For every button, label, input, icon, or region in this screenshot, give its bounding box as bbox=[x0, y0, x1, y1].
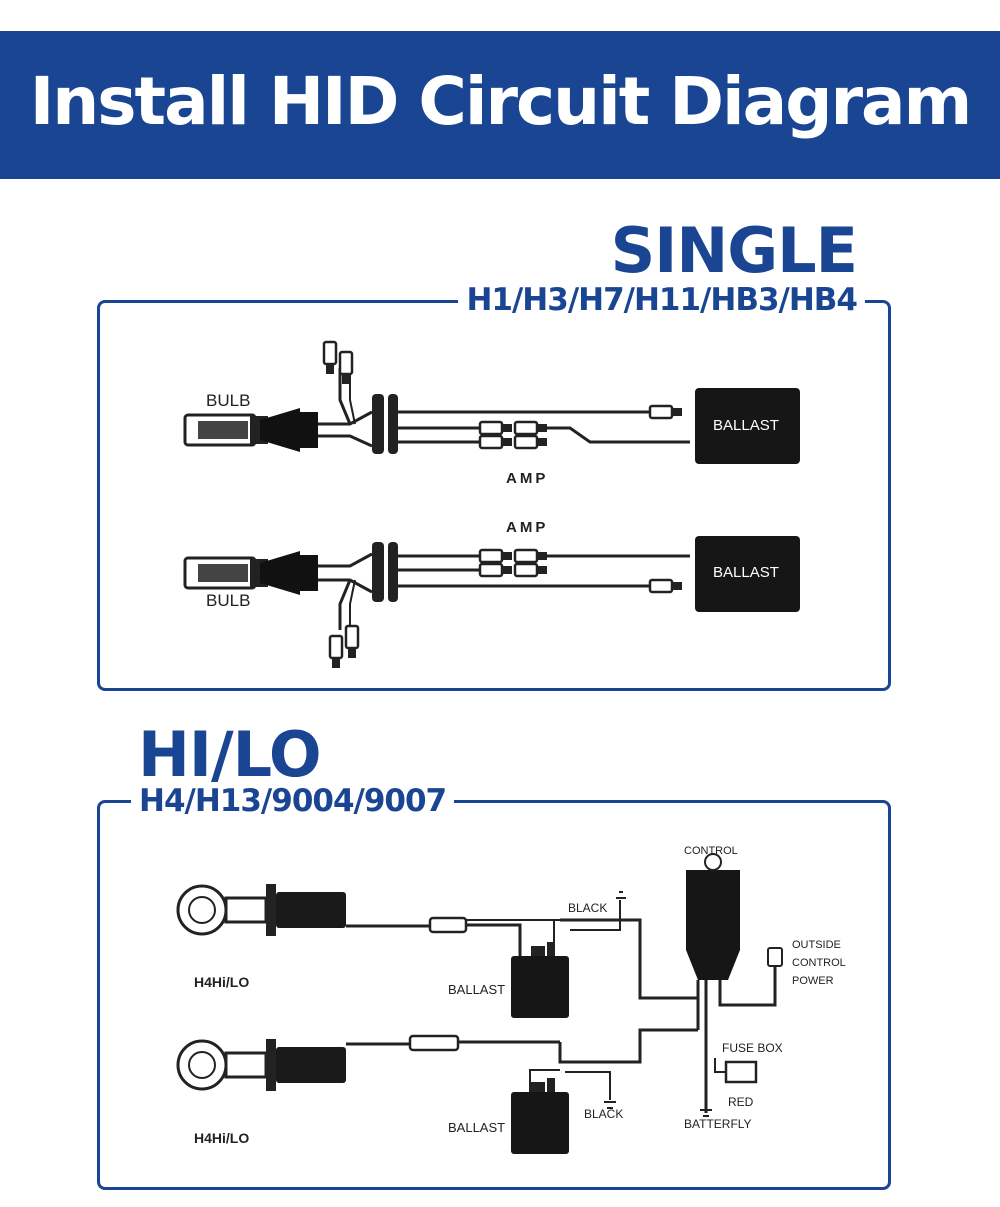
hilo-ballast-top-label: BALLAST bbox=[448, 982, 505, 997]
single-bulb-top-label: BULB bbox=[206, 391, 250, 410]
hilo-battery-label: BATTERFLY bbox=[684, 1117, 752, 1131]
hilo-power-label: POWER bbox=[792, 975, 834, 987]
hilo-control-module bbox=[686, 853, 783, 1117]
hilo-outside-label: OUTSIDE bbox=[792, 939, 841, 951]
single-bottom-assembly bbox=[183, 536, 800, 670]
single-wiring-diagram: BULB BALLAST AMP BULB BALLAST A bbox=[150, 330, 850, 675]
single-top-assembly bbox=[183, 340, 800, 464]
single-ballast-top-label: BALLAST bbox=[713, 417, 779, 434]
hilo-ballast-bottom-label: BALLAST bbox=[448, 1120, 505, 1135]
hilo-diagram-frame bbox=[97, 800, 891, 1190]
hilo-red-label: RED bbox=[728, 1095, 754, 1109]
title-banner bbox=[0, 31, 1000, 179]
single-heading: SINGLE bbox=[610, 214, 858, 287]
hilo-top-assembly bbox=[176, 882, 698, 1018]
hilo-bulb-top-label: H4Hi/LO bbox=[194, 974, 249, 990]
hilo-bottom-assembly bbox=[176, 1028, 698, 1154]
single-amp-top-label: AMP bbox=[506, 470, 548, 487]
page-title: Install HID Circuit Diagram bbox=[29, 63, 973, 140]
hilo-control-label: CONTROL bbox=[684, 845, 738, 857]
hilo-bulb-bottom-label: H4Hi/LO bbox=[194, 1130, 249, 1146]
hilo-heading: HI/LO bbox=[138, 718, 322, 791]
hilo-black-bottom-label: BLACK bbox=[584, 1107, 623, 1121]
hilo-black-top-label: BLACK bbox=[568, 901, 607, 915]
hilo-models: H4/H13/9004/9007 bbox=[131, 783, 455, 819]
hilo-fuse-box-label: FUSE BOX bbox=[722, 1041, 783, 1055]
hilo-control-power-label: CONTROL bbox=[792, 957, 846, 969]
single-bulb-bottom-label: BULB bbox=[206, 591, 250, 610]
single-amp-bottom-label: AMP bbox=[506, 519, 548, 536]
single-models: H1/H3/H7/H11/HB3/HB4 bbox=[458, 282, 865, 318]
single-ballast-bottom-label: BALLAST bbox=[713, 564, 779, 581]
hilo-wiring-diagram: BLACK H4Hi/LO BALLAST BLACK H4Hi/LO BALL… bbox=[150, 830, 850, 1170]
